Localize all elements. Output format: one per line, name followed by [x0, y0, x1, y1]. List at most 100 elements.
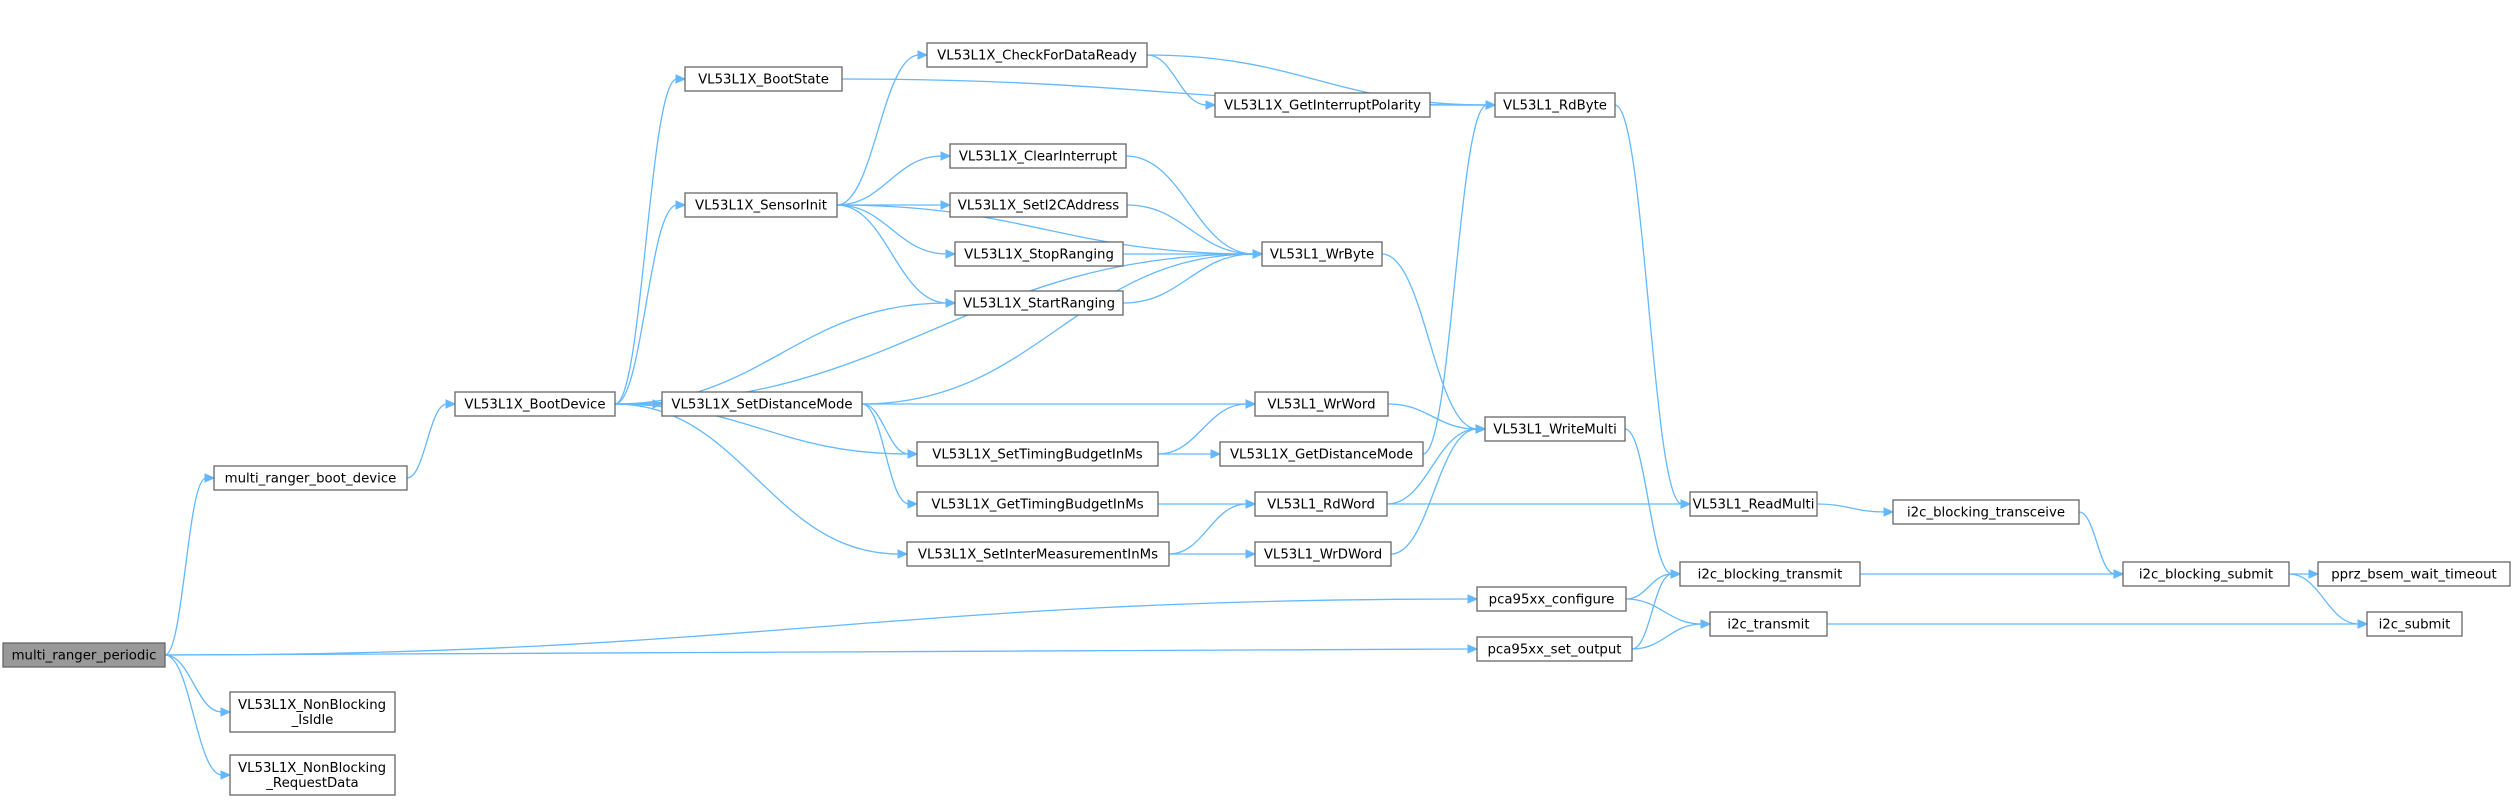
edge-i2cbtr-to-i2cbs	[2078, 511, 2125, 579]
edge-sdm-to-wrword	[861, 399, 1257, 409]
node-box	[1494, 92, 1616, 118]
node-box	[1254, 391, 1389, 417]
arrow-head-icon	[917, 50, 929, 60]
arrow-head-icon	[1700, 619, 1712, 629]
node-pbwt[interactable]: pprz_bsem_wait_timeout	[2317, 561, 2511, 587]
edge-boot-to-wrbyte	[614, 249, 1264, 405]
edge-pcaout-to-i2ct	[1631, 619, 1712, 650]
edge-boot-to-sim	[614, 403, 909, 559]
edge-boot-to-start	[614, 298, 957, 405]
node-nbidle[interactable]: VL53L1X_NonBlocking_IsIdle	[229, 691, 396, 733]
node-rdword[interactable]: VL53L1_RdWord	[1254, 491, 1388, 517]
edge-line	[1125, 155, 1255, 255]
edge-rmulti-to-i2cbtr	[1816, 503, 1895, 517]
node-box	[916, 491, 1159, 517]
edge-sdm-to-wrbyte	[861, 249, 1264, 405]
node-label: VL53L1X_SetInterMeasurementInMs	[918, 548, 1158, 563]
node-label: VL53L1_ReadMulti	[1693, 498, 1815, 513]
edge-line	[1146, 54, 1488, 106]
node-box	[661, 391, 863, 417]
node-label: VL53L1X_SetTimingBudgetInMs	[932, 448, 1142, 463]
node-box	[454, 391, 616, 417]
edge-line	[836, 204, 1255, 255]
node-label: VL53L1X_GetInterruptPolarity	[1224, 99, 1421, 114]
node-gdm[interactable]: VL53L1X_GetDistanceMode	[1219, 441, 1424, 467]
node-box	[1679, 561, 1861, 587]
node-label: VL53L1X_SensorInit	[695, 199, 827, 214]
node-sinit[interactable]: VL53L1X_SensorInit	[684, 192, 838, 218]
edge-pcaout-to-i2cbt	[1631, 569, 1682, 650]
arrow-head-icon	[445, 399, 457, 409]
node-mrp[interactable]: multi_ranger_periodic	[2, 642, 166, 668]
node-label: VL53L1X_NonBlocking	[238, 698, 386, 713]
node-stb[interactable]: VL53L1X_SetTimingBudgetInMs	[916, 441, 1159, 467]
arrow-head-icon	[907, 499, 919, 509]
edge-line	[1381, 253, 1478, 430]
arrow-head-icon	[220, 770, 232, 780]
edge-line	[164, 654, 223, 776]
arrow-head-icon	[1475, 424, 1487, 434]
node-wrword[interactable]: VL53L1_WrWord	[1254, 391, 1389, 417]
node-box	[2366, 611, 2463, 637]
node-i2ct[interactable]: i2c_transmit	[1709, 611, 1828, 637]
edge-line	[861, 403, 910, 455]
arrow-head-icon	[1467, 644, 1479, 654]
node-start[interactable]: VL53L1X_StartRanging	[954, 290, 1124, 316]
edge-wrbyte-to-wmulti	[1381, 253, 1487, 434]
edge-line	[1816, 503, 1886, 513]
edge-line	[1422, 104, 1488, 455]
node-box	[1892, 499, 2080, 525]
node-rdbyte[interactable]: VL53L1_RdByte	[1494, 92, 1616, 118]
arrow-head-icon	[675, 200, 687, 210]
edge-line	[1122, 253, 1255, 304]
edge-boot-to-sinit	[614, 200, 687, 405]
edge-wrdword-to-wmulti	[1390, 424, 1487, 555]
node-si2c[interactable]: VL53L1X_SetI2CAddress	[949, 192, 1128, 218]
node-wrbyte[interactable]: VL53L1_WrByte	[1261, 241, 1383, 267]
node-pcacfg[interactable]: pca95xx_configure	[1476, 586, 1627, 612]
node-clri[interactable]: VL53L1X_ClearInterrupt	[949, 143, 1127, 169]
edge-i2ct-to-i2cs	[1827, 619, 2369, 629]
node-wmulti[interactable]: VL53L1_WriteMulti	[1484, 416, 1626, 442]
edge-line	[614, 204, 678, 405]
edge-line	[861, 403, 910, 505]
node-sim[interactable]: VL53L1X_SetInterMeasurementInMs	[906, 541, 1170, 567]
node-i2cbt[interactable]: i2c_blocking_transmit	[1679, 561, 1861, 587]
edge-sinit-to-stop	[836, 204, 957, 259]
edge-line	[1386, 428, 1478, 505]
node-label: multi_ranger_boot_device	[225, 472, 397, 487]
node-box	[954, 241, 1124, 267]
node-cfdr[interactable]: VL53L1X_CheckForDataReady	[926, 42, 1148, 68]
node-bstate[interactable]: VL53L1X_BootState	[684, 66, 843, 92]
edge-line	[1625, 573, 1673, 600]
node-boot[interactable]: VL53L1X_BootDevice	[454, 391, 616, 417]
node-stop[interactable]: VL53L1X_StopRanging	[954, 241, 1124, 267]
node-box	[2317, 561, 2511, 587]
node-box	[1254, 491, 1388, 517]
node-nbreq[interactable]: VL53L1X_NonBlocking_RequestData	[229, 754, 396, 796]
node-sdm[interactable]: VL53L1X_SetDistanceMode	[661, 391, 863, 417]
node-label: VL53L1X_BootState	[698, 73, 829, 88]
node-wrdword[interactable]: VL53L1_WrDWord	[1254, 541, 1392, 567]
node-gtb[interactable]: VL53L1X_GetTimingBudgetInMs	[916, 491, 1159, 517]
node-box	[2122, 561, 2290, 587]
nodes-layer: multi_ranger_periodic multi_ranger_boot_d…	[2, 42, 2511, 796]
node-box	[1254, 541, 1392, 567]
node-label: VL53L1_WrByte	[1270, 248, 1374, 263]
edge-line	[164, 598, 1470, 656]
node-mrbd[interactable]: multi_ranger_boot_device	[213, 465, 408, 491]
edge-sim-to-wrdword	[1169, 549, 1257, 559]
node-box	[949, 143, 1127, 169]
node-gip[interactable]: VL53L1X_GetInterruptPolarity	[1214, 92, 1431, 118]
edge-line	[406, 403, 448, 479]
node-label: VL53L1X_SetI2CAddress	[958, 199, 1120, 214]
node-i2cbs[interactable]: i2c_blocking_submit	[2122, 561, 2290, 587]
node-i2cs[interactable]: i2c_submit	[2366, 611, 2463, 637]
node-rmulti[interactable]: VL53L1_ReadMulti	[1689, 491, 1818, 517]
node-label: VL53L1X_GetDistanceMode	[1230, 448, 1413, 463]
node-pcaout[interactable]: pca95xx_set_output	[1476, 636, 1633, 662]
edge-wrword-to-wmulti	[1387, 403, 1487, 434]
node-i2cbtr[interactable]: i2c_blocking_transceive	[1892, 499, 2080, 525]
edge-line	[614, 403, 900, 555]
